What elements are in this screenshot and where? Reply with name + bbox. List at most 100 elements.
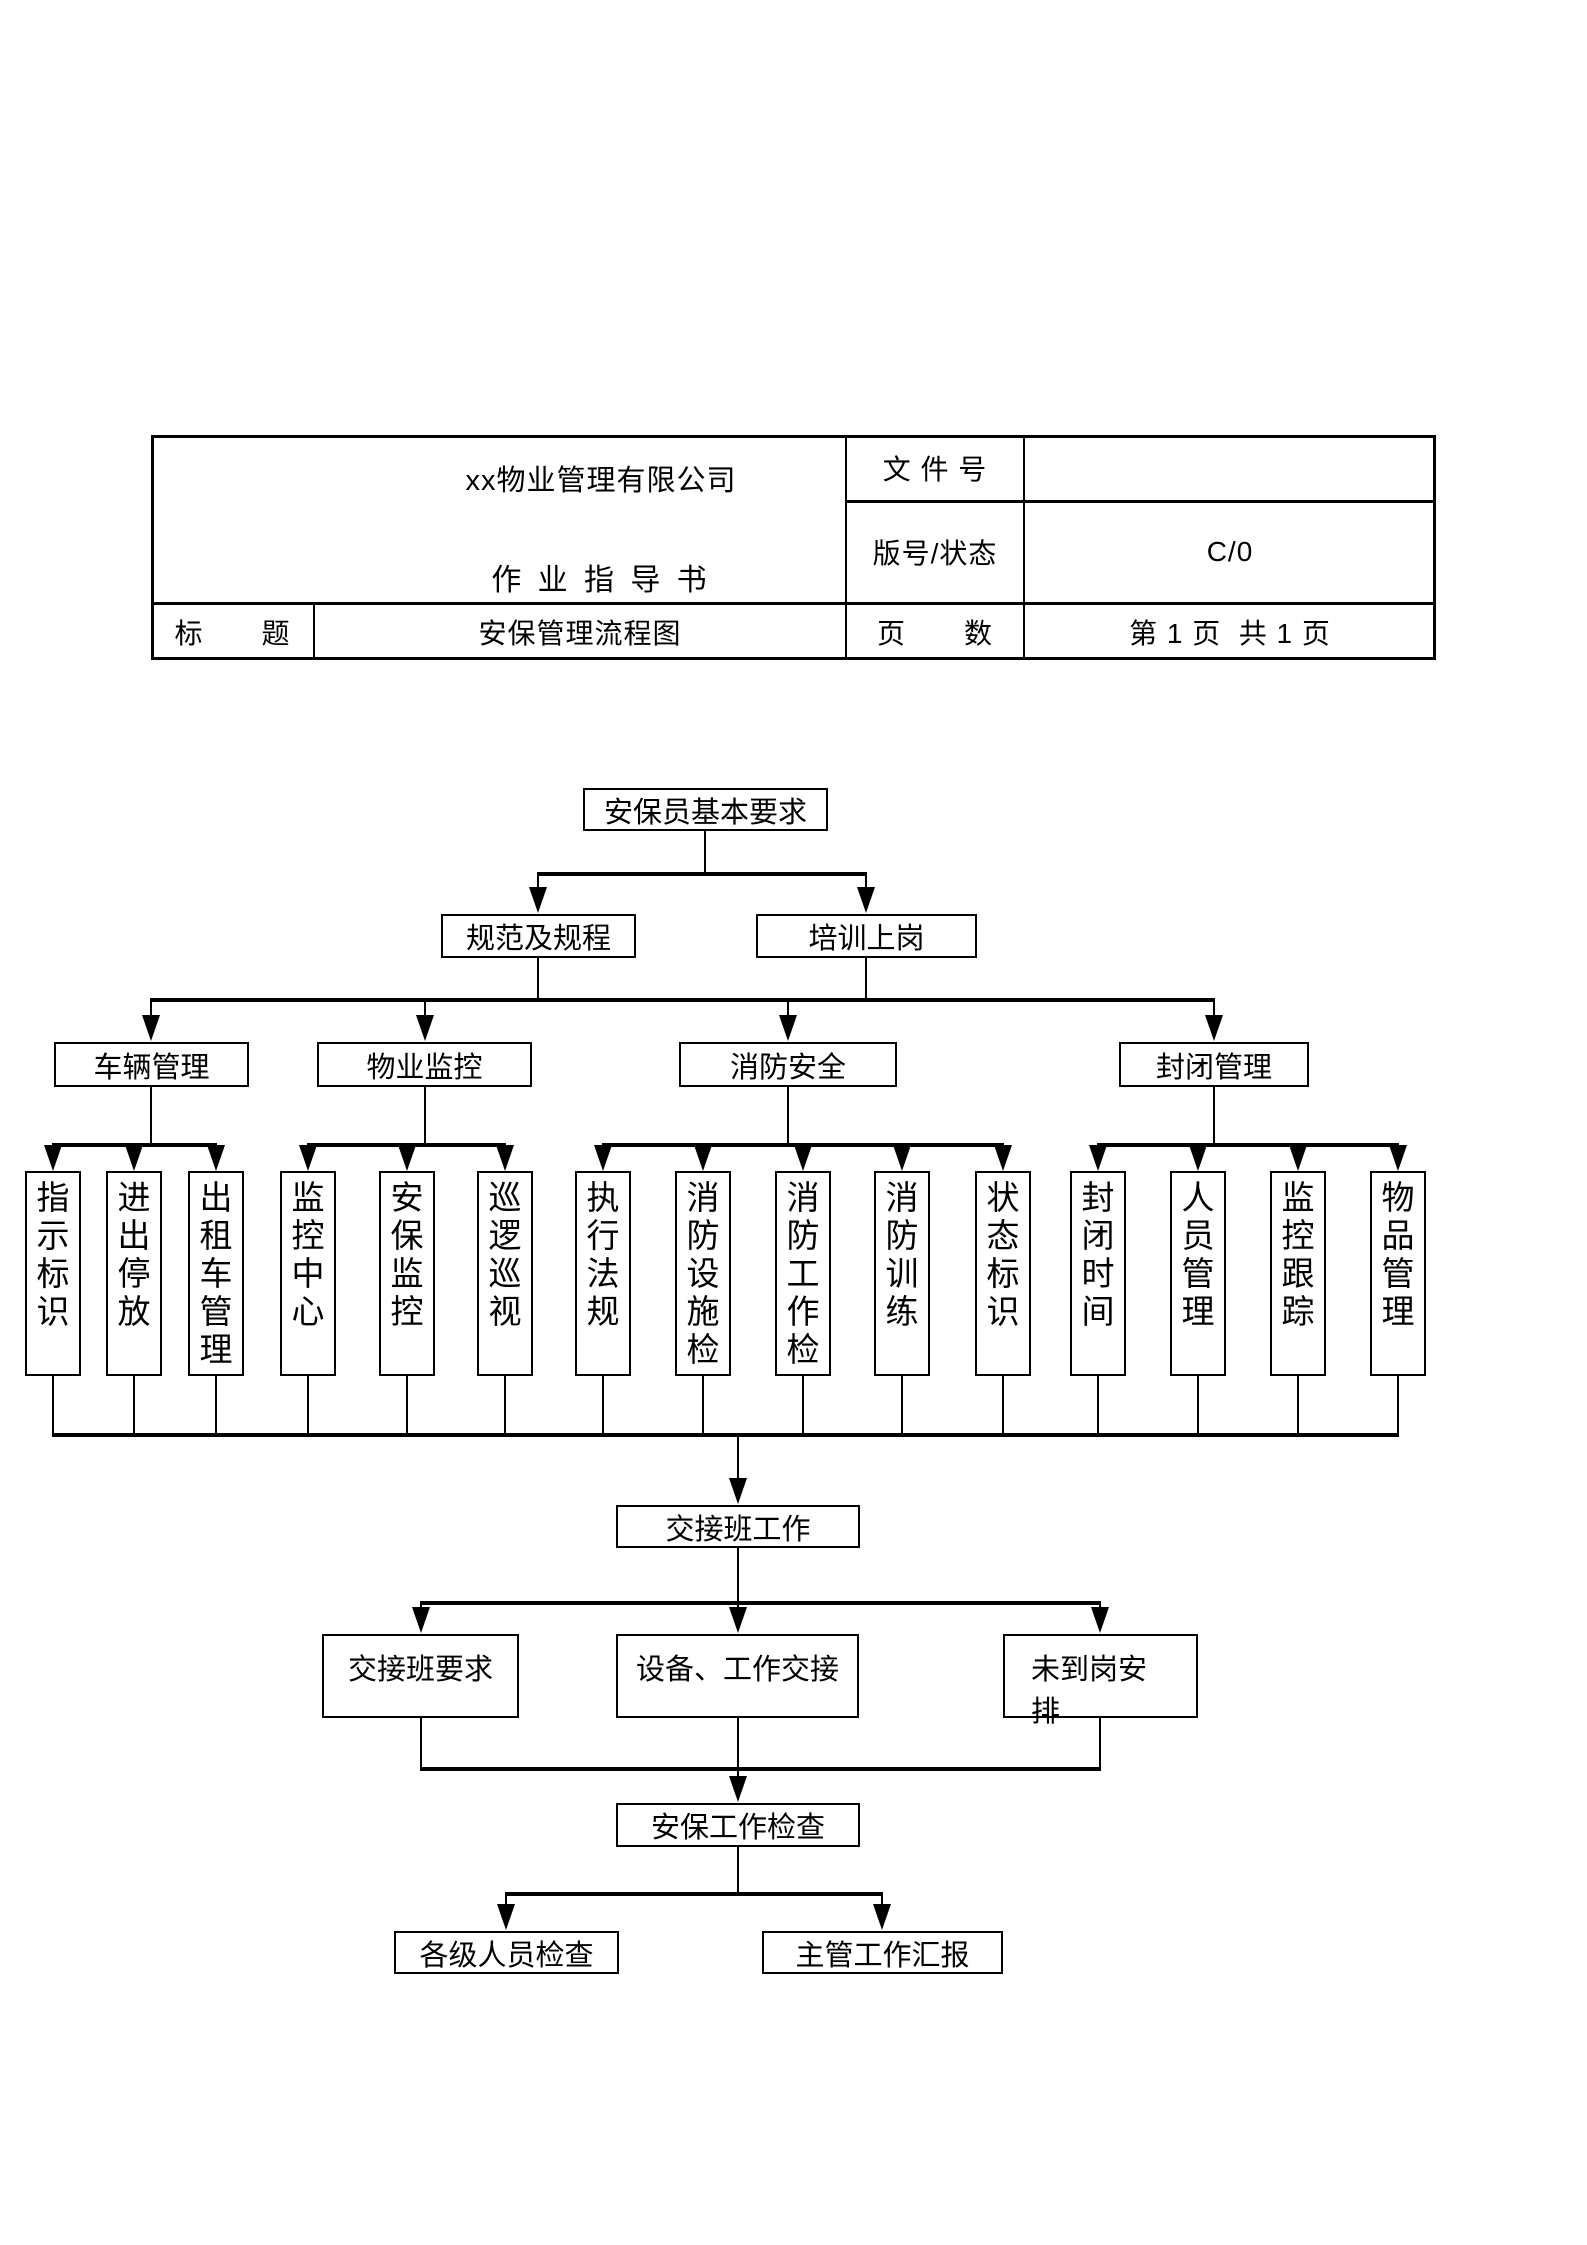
flow-box-closure-time: 封闭时间 [1070, 1171, 1126, 1376]
flow-box-security-monitor: 安保监控 [379, 1171, 435, 1376]
connector-line [881, 1894, 883, 1908]
arrowhead [412, 1607, 430, 1633]
arrowhead [729, 1478, 747, 1504]
arrowhead [1205, 1015, 1223, 1041]
flow-box-fire-work: 消防工作检 [775, 1171, 831, 1376]
connector-line [215, 1376, 217, 1433]
arrowhead [299, 1145, 317, 1171]
arrowhead [729, 1607, 747, 1633]
arrowhead [44, 1145, 62, 1171]
arrowhead [496, 1145, 514, 1171]
connector-line [420, 1718, 422, 1767]
arrowhead [729, 1776, 747, 1802]
connector-line [1297, 1376, 1299, 1433]
arrowhead [529, 887, 547, 913]
arrowhead [1089, 1145, 1107, 1171]
table-line [845, 435, 847, 660]
connector-line [737, 1718, 739, 1767]
connector-line [787, 1000, 789, 1018]
flow-box-fire-drill: 消防训练 [874, 1171, 930, 1376]
connector-line [1213, 1000, 1215, 1018]
file-no-label: 文 件 号 [882, 454, 988, 485]
flow-box-handover-req: 交接班要求 [322, 1634, 519, 1718]
arrowhead [142, 1015, 160, 1041]
flow-box-root: 安保员基本要求 [583, 788, 828, 831]
connector-line [865, 872, 867, 892]
arrowhead [594, 1145, 612, 1171]
connector-line [737, 1847, 739, 1892]
flow-box-goods: 物品管理 [1370, 1171, 1426, 1376]
flow-box-control-center: 监控中心 [280, 1171, 336, 1376]
arrowhead [497, 1904, 515, 1930]
connector-line [602, 1376, 604, 1433]
connector-line [1197, 1376, 1199, 1433]
title-value: 安保管理流程图 [478, 618, 682, 649]
connector-line [1097, 1376, 1099, 1433]
arrowhead [893, 1145, 911, 1171]
flow-box-rules: 规范及规程 [441, 914, 636, 958]
connector-line [1397, 1376, 1399, 1433]
flow-box-handover: 交接班工作 [616, 1505, 860, 1548]
connector-line [150, 1087, 152, 1145]
flow-box-fire-safety: 消防安全 [679, 1042, 897, 1087]
flow-box-absent-arrange: 未到岗安排 [1003, 1634, 1198, 1728]
connector-line [537, 872, 867, 876]
flow-box-parking: 进出停放 [106, 1171, 162, 1376]
connector-line [420, 1767, 1101, 1771]
company-name: xx物业管理有限公司 [465, 465, 737, 497]
arrowhead [794, 1145, 812, 1171]
arrowhead [125, 1145, 143, 1171]
table-line [846, 500, 1436, 503]
arrowhead [1091, 1607, 1109, 1633]
pages-value: 第 1 页 共 1 页 [1129, 618, 1331, 649]
version-label: 版号/状态 [872, 538, 998, 569]
connector-line [1002, 1376, 1004, 1433]
connector-line [1099, 1718, 1101, 1767]
pages-label: 页 数 [876, 618, 993, 649]
connector-line [702, 1376, 704, 1433]
connector-line [505, 1892, 883, 1896]
flow-box-monitoring: 物业监控 [317, 1042, 532, 1087]
arrowhead [1189, 1145, 1207, 1171]
flow-box-supervisor-report: 主管工作汇报 [762, 1931, 1003, 1974]
arrowhead [873, 1904, 891, 1930]
connector-line [505, 1894, 507, 1908]
arrowhead [779, 1015, 797, 1041]
connector-line [901, 1376, 903, 1433]
flow-box-training: 培训上岗 [756, 914, 977, 958]
connector-line [865, 958, 867, 1000]
file-no-value [1024, 435, 1436, 501]
connector-line [787, 1087, 789, 1145]
header-table-border [151, 435, 1436, 660]
connector-line [537, 958, 539, 1000]
version-value: C/0 [1206, 536, 1254, 567]
connector-line [150, 1000, 152, 1018]
connector-line [504, 1376, 506, 1433]
connector-line [537, 872, 539, 892]
flow-box-status-sign: 状态标识 [975, 1171, 1031, 1376]
flow-box-personnel: 人员管理 [1170, 1171, 1226, 1376]
arrowhead [398, 1145, 416, 1171]
flow-box-closure: 封闭管理 [1119, 1042, 1309, 1087]
connector-line [737, 1771, 739, 1780]
table-line [151, 602, 1436, 605]
arrowhead [694, 1145, 712, 1171]
connector-line [737, 1548, 739, 1603]
arrowhead [1389, 1145, 1407, 1171]
flow-box-equipment-handover: 设备、工作交接 [616, 1634, 859, 1718]
connector-line [133, 1376, 135, 1433]
arrowhead [857, 887, 875, 913]
arrowhead [207, 1145, 225, 1171]
doc-type: 作 业 指 导 书 [491, 564, 711, 597]
arrowhead [1289, 1145, 1307, 1171]
connector-line [424, 1000, 426, 1018]
bus-line [52, 1433, 1399, 1437]
table-line [1023, 435, 1025, 660]
flow-box-staff-check: 各级人员检查 [394, 1931, 619, 1974]
flow-box-vehicle: 车辆管理 [54, 1042, 249, 1087]
flow-box-signage: 指示标识 [25, 1171, 81, 1376]
connector-line [737, 1437, 739, 1481]
connector-line [307, 1376, 309, 1433]
arrowhead [416, 1015, 434, 1041]
